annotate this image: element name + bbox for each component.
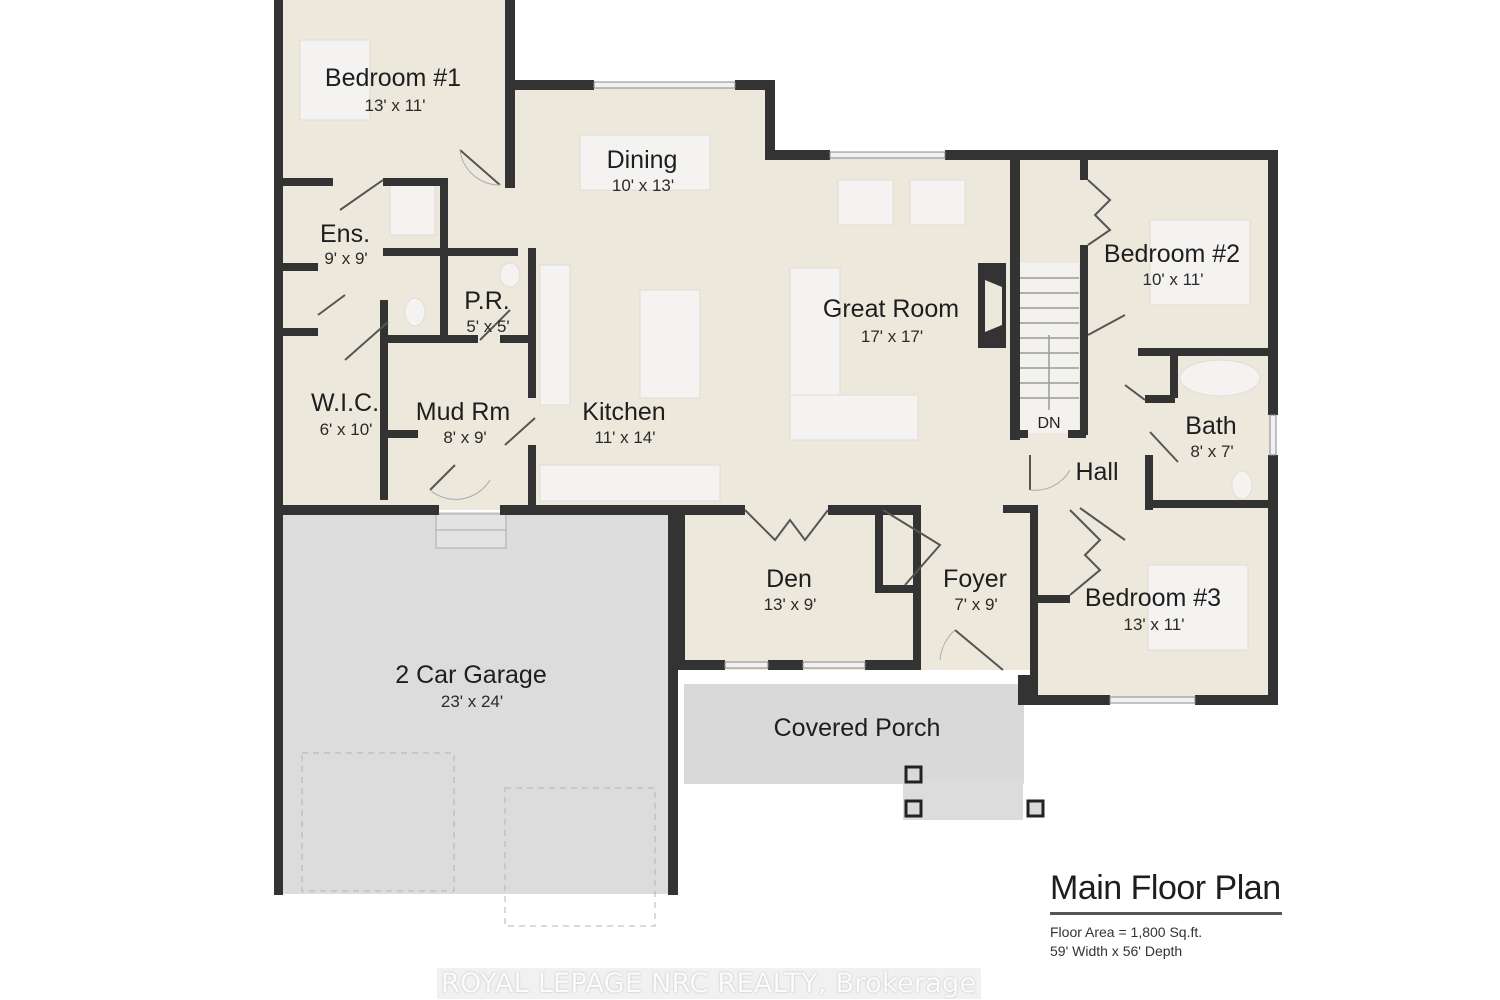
plan-title-block: Main Floor Plan Floor Area = 1,800 Sq.ft…	[1050, 868, 1282, 961]
car-outlines	[301, 752, 656, 927]
fireplace	[978, 263, 1006, 348]
plan-title: Main Floor Plan	[1050, 869, 1281, 907]
room-powder-dim: 5' x 5'	[466, 317, 509, 336]
dimensions-text: 59' Width x 56' Depth	[1050, 943, 1183, 959]
stairs: DN	[1019, 263, 1079, 433]
room-wic-name: W.I.C.	[311, 389, 379, 417]
garage-floor	[280, 512, 673, 894]
room-bedroom2-dim: 10' x 11'	[1143, 270, 1204, 289]
room-bedroom3-name: Bedroom #3	[1085, 584, 1221, 612]
room-ensuite-name: Ens.	[320, 220, 370, 248]
room-bedroom1-name: Bedroom #1	[325, 64, 461, 92]
room-porch-name: Covered Porch	[774, 714, 941, 742]
room-mudroom-dim: 8' x 9'	[443, 428, 486, 447]
stairs-down-label: DN	[1037, 415, 1060, 432]
room-foyer-name: Foyer	[943, 565, 1007, 593]
room-bedroom3-dim: 13' x 11'	[1124, 615, 1185, 634]
room-kitchen-name: Kitchen	[582, 398, 665, 426]
room-bath-name: Bath	[1185, 412, 1236, 440]
furniture	[299, 39, 1261, 651]
room-foyer-dim: 7' x 9'	[954, 595, 997, 614]
room-dining-dim: 10' x 13'	[612, 176, 674, 195]
room-powder-name: P.R.	[464, 287, 509, 315]
room-mudroom-name: Mud Rm	[416, 398, 510, 426]
room-great-room-name: Great Room	[823, 295, 959, 323]
garage-step	[435, 513, 507, 549]
room-hall-name: Hall	[1075, 458, 1118, 486]
walls	[274, 0, 1278, 895]
room-labels: Bedroom #1 13' x 11' Dining 10' x 13' En…	[311, 64, 1240, 742]
room-bedroom2-name: Bedroom #2	[1104, 240, 1240, 268]
room-wic-dim: 6' x 10'	[320, 420, 373, 439]
porch-posts	[904, 765, 1045, 818]
room-den-name: Den	[766, 565, 812, 593]
door-swings	[317, 149, 1179, 671]
brokerage-watermark: ROYAL LEPAGE NRC REALTY, Brokerage	[437, 968, 981, 999]
room-kitchen-dim: 11' x 14'	[595, 428, 656, 447]
title-divider	[1050, 912, 1282, 915]
room-ensuite-dim: 9' x 9'	[324, 249, 367, 268]
door-arcs	[429, 149, 1071, 661]
windows	[593, 81, 1277, 704]
porch-floor	[684, 684, 1024, 784]
room-bath-dim: 8' x 7'	[1190, 442, 1233, 461]
room-bedroom1-dim: 13' x 11'	[365, 96, 426, 115]
room-garage-dim: 23' x 24'	[441, 692, 503, 711]
room-great-room-dim: 17' x 17'	[861, 327, 923, 346]
room-garage-name: 2 Car Garage	[395, 661, 546, 689]
floor-area-text: Floor Area = 1,800 Sq.ft.	[1050, 924, 1203, 940]
room-den-dim: 13' x 9'	[764, 595, 817, 614]
room-dining-name: Dining	[607, 146, 678, 174]
